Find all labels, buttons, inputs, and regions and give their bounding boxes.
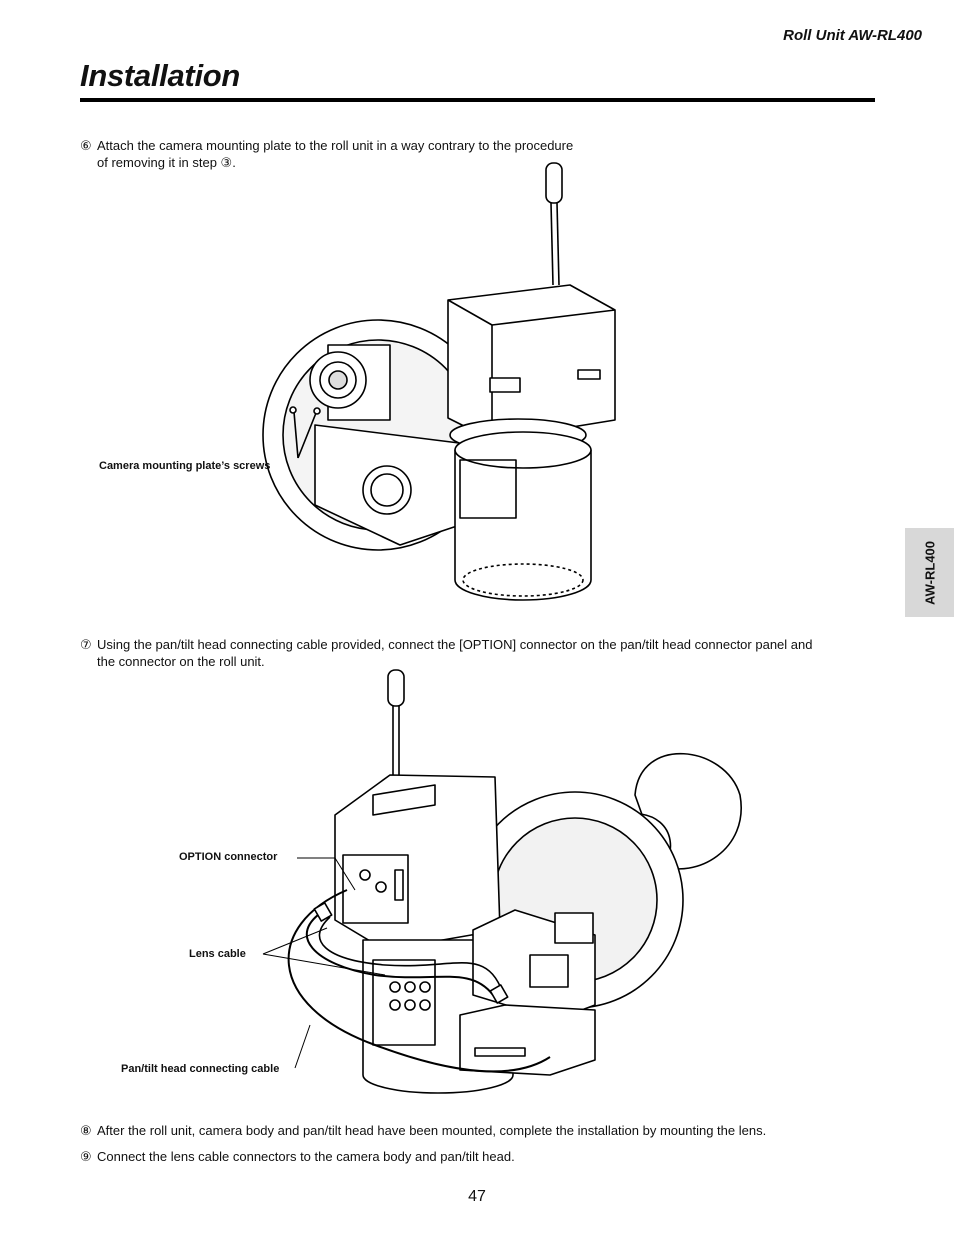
step-9-text: Connect the lens cable connectors to the… <box>97 1149 515 1164</box>
title-rule <box>80 98 875 102</box>
figure-cable-connection <box>262 669 742 1094</box>
callout-option-connector: OPTION connector <box>179 851 278 863</box>
roll-unit-lower <box>459 1004 596 1076</box>
lens-cable <box>305 909 494 996</box>
pan-tilt-connecting-cable <box>287 889 551 1073</box>
page-title: Installation <box>80 58 241 93</box>
step-6: ⑥ Attach the camera mounting plate to the… <box>80 137 573 171</box>
callout-pan-tilt-cable: Pan/tilt head connecting cable <box>121 1063 280 1075</box>
step-6-number: ⑥ <box>80 138 92 153</box>
leader-lens-1 <box>262 927 328 955</box>
leader-lens-2 <box>262 953 386 976</box>
base-connector-panel <box>372 959 436 1046</box>
screw-leader-2 <box>297 412 317 459</box>
antenna-tip <box>387 669 405 707</box>
option-connector-panel <box>342 854 409 924</box>
step-8-number: ⑧ <box>80 1123 92 1138</box>
figure-roll-unit-mounting-plate <box>262 162 616 601</box>
pan-tilt-head <box>447 284 616 441</box>
header-model-label: Roll Unit AW-RL400 <box>783 27 922 44</box>
side-tab-model: AW-RL400 <box>905 528 954 617</box>
callout-lens-cable: Lens cable <box>189 948 246 960</box>
leader-option <box>297 857 356 891</box>
step-7: ⑦ Using the pan/tilt head connecting cabl… <box>80 636 812 670</box>
page-number: 47 <box>468 1188 486 1205</box>
screw-leader-1 <box>293 411 299 459</box>
leader-pantilt <box>294 1024 311 1069</box>
side-tab-label: AW-RL400 <box>922 540 937 605</box>
step-8-text: After the roll unit, camera body and pan… <box>97 1123 767 1138</box>
step-7-text-continued: the connector on the roll unit. <box>97 654 265 669</box>
step-9-number: ⑨ <box>80 1149 92 1164</box>
step-6-text-continued: of removing it in step ③. <box>97 155 236 170</box>
step-6-text: Attach the camera mounting plate to the … <box>97 138 574 153</box>
step-8: ⑧ After the roll unit, camera body and pa… <box>80 1122 766 1139</box>
lens-cable-2 <box>318 916 504 994</box>
callout-mounting-plate-screws: Camera mounting plate’s screws <box>99 460 271 472</box>
antenna-tip <box>545 162 563 204</box>
step-9: ⑨ Connect the lens cable connectors to th… <box>80 1148 515 1165</box>
step-7-text: Using the pan/tilt head connecting cable… <box>97 637 813 652</box>
pan-tilt-base <box>454 449 592 601</box>
step-7-number: ⑦ <box>80 637 92 652</box>
